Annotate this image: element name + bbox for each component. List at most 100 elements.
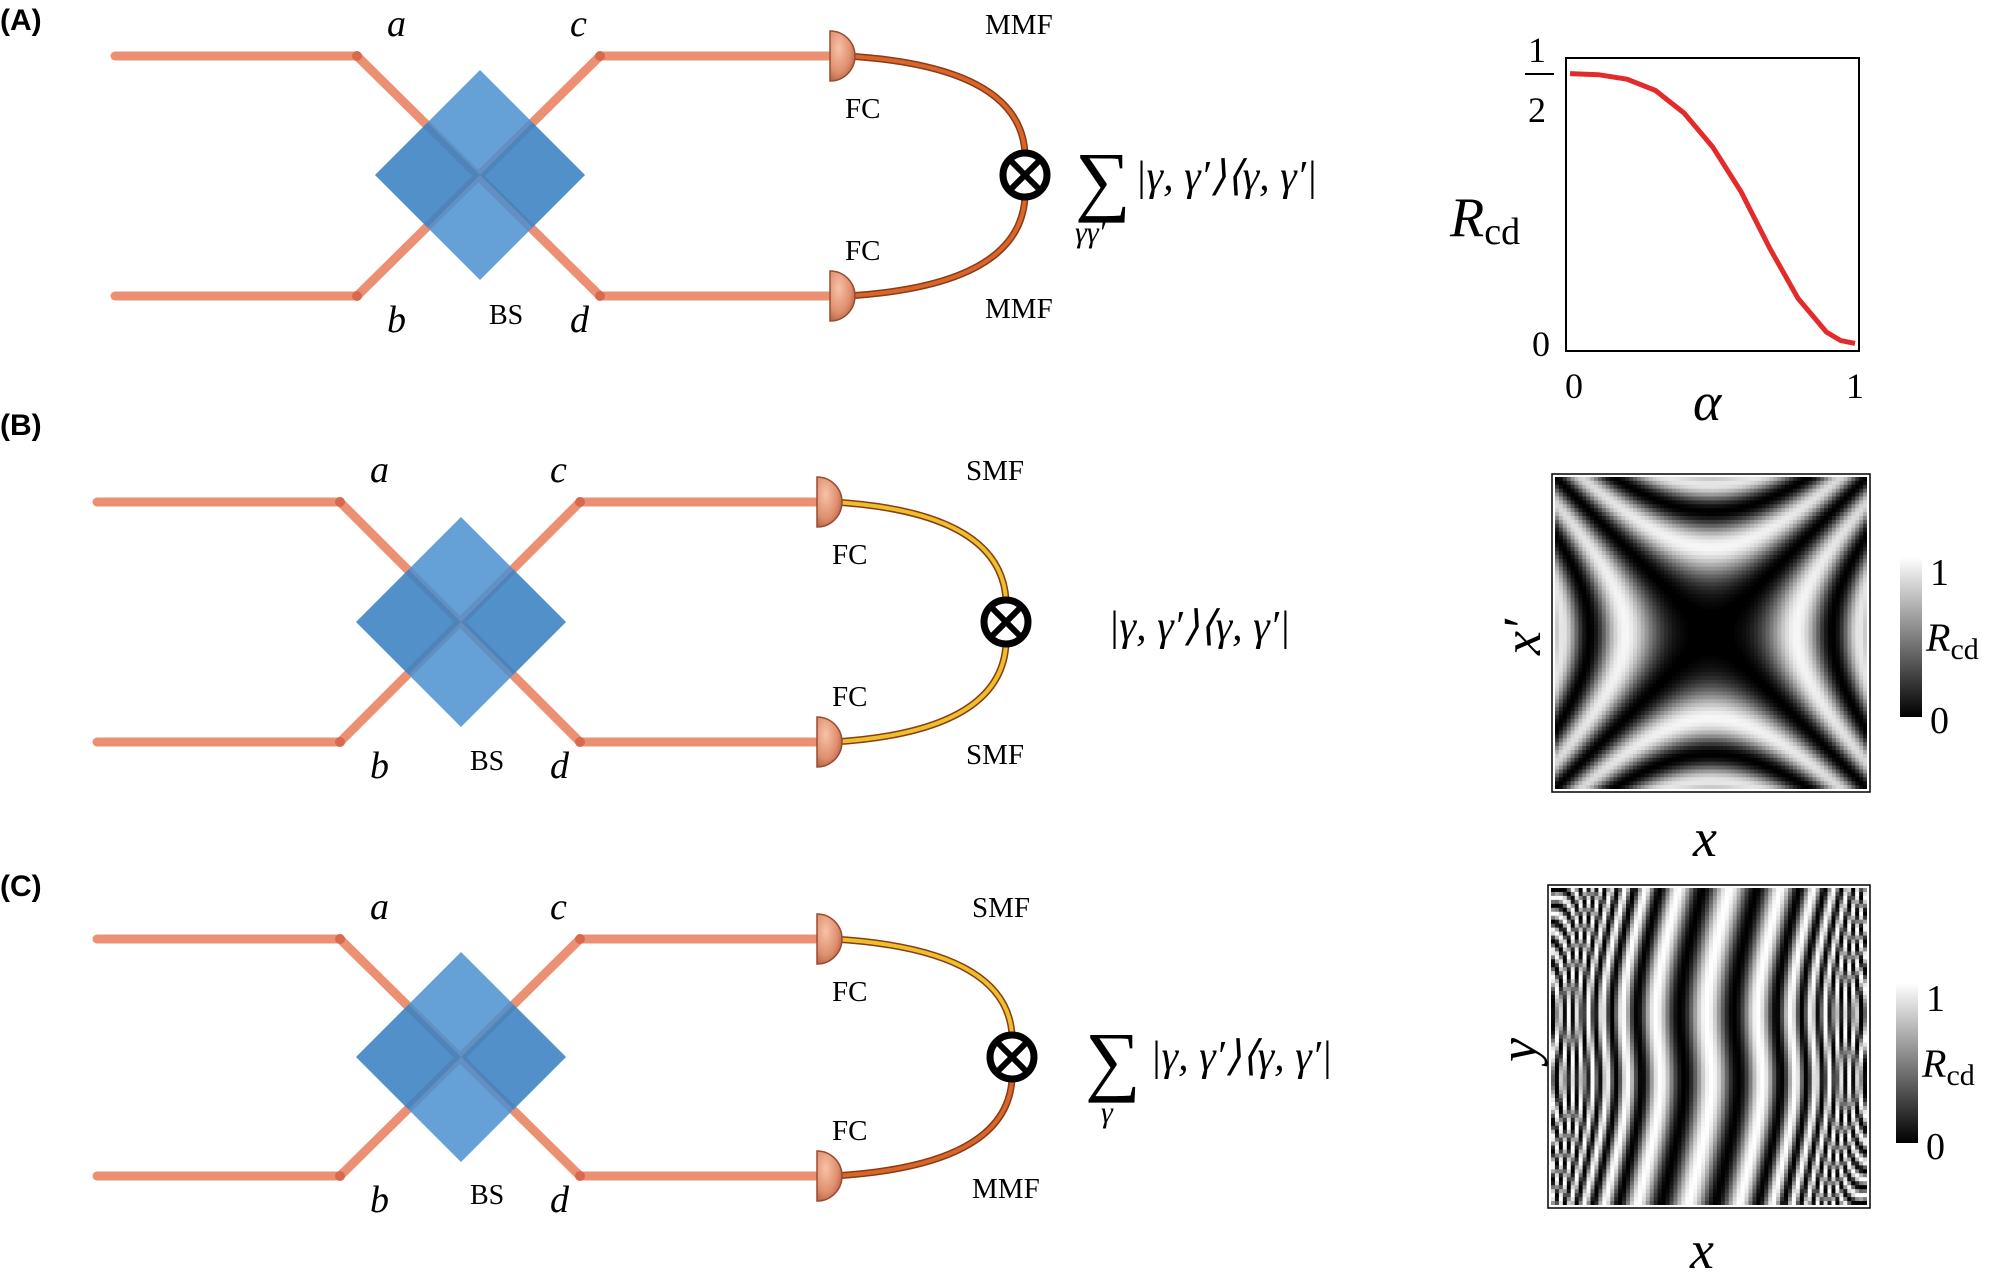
port-label-c: c — [550, 449, 567, 491]
port-label-c: c — [570, 3, 587, 45]
beam-joint — [575, 934, 585, 944]
fiber-label-bottom: SMF — [966, 739, 1024, 771]
beam-joint — [595, 291, 605, 301]
fiber-top — [845, 54, 1027, 154]
fc-label-top: FC — [832, 976, 867, 1008]
port-label-b: b — [370, 1179, 389, 1221]
plot-a-frame — [1565, 57, 1860, 352]
port-label-d: d — [550, 745, 570, 787]
fiber-top — [832, 937, 1014, 1036]
beam-splitter-shade — [461, 1004, 566, 1110]
beam-joint — [575, 737, 585, 747]
map-c-xlabel: x — [1689, 1220, 1714, 1274]
beam-joint — [595, 51, 605, 61]
fiber-label-bottom: MMF — [985, 293, 1053, 325]
plot-a-ylabel-main: R — [1449, 187, 1484, 249]
port-label-b: b — [387, 299, 406, 341]
map-b-pixels — [1555, 477, 1867, 789]
fiber-coupler-bottom — [816, 716, 843, 768]
plot-a-ytick-zero: 0 — [1532, 324, 1550, 364]
port-label-b: b — [370, 745, 389, 787]
fiber-label-top: MMF — [985, 9, 1053, 41]
fiber-label-top: SMF — [972, 892, 1030, 924]
beam-joint — [575, 497, 585, 507]
map-c-colorbar-label: Rcd — [1921, 1041, 1975, 1092]
beam-splitter-label: BS — [489, 300, 523, 331]
plot-a-ylabel-sub: cd — [1484, 211, 1520, 253]
fiber-label-top: SMF — [966, 455, 1024, 487]
projector-sum-symbol: ∑ — [1085, 1016, 1141, 1103]
coincidence-cross — [996, 1041, 1028, 1073]
map-c-colorbar-label-sub: cd — [1946, 1059, 1974, 1092]
beam-splitter — [356, 517, 566, 727]
beam-joint — [352, 291, 362, 301]
plot-a-ytick-half-numerator: 1 — [1528, 30, 1546, 70]
beam-splitter-shade — [356, 1004, 461, 1110]
fc-label-bottom: FC — [832, 681, 867, 713]
beam-joint — [335, 1171, 345, 1181]
port-label-a: a — [370, 449, 389, 491]
plot-a-ytick-half-denominator: 2 — [1528, 90, 1546, 130]
beam-splitter-label: BS — [470, 1180, 504, 1211]
map-b-colorbar-min: 0 — [1930, 700, 1949, 742]
fc-label-top: FC — [845, 93, 880, 125]
fc-label-bottom: FC — [845, 235, 880, 267]
fiber-top — [832, 500, 1008, 601]
projector-ket-bra: |γ, γ′⟩⟨γ, γ′| — [1108, 604, 1290, 650]
fiber-coupler-top — [816, 476, 843, 528]
map-c-colorbar-min: 0 — [1926, 1126, 1945, 1168]
port-label-a: a — [370, 886, 389, 928]
panel-label: (A) — [0, 4, 42, 37]
map-c-ylabel: y — [1488, 1038, 1548, 1067]
map-b-colorbar-label-main: R — [1925, 615, 1950, 660]
beam-splitter-label: BS — [470, 746, 504, 777]
plot-a-xlabel: α — [1693, 372, 1723, 432]
beam-joint — [352, 51, 362, 61]
map-c-pixels — [1551, 888, 1867, 1205]
projector-ket-bra: |γ, γ′⟩⟨γ, γ′| — [1135, 154, 1317, 200]
port-label-a: a — [387, 3, 406, 45]
beam-splitter-shade — [356, 569, 461, 675]
map-b-colorbar-label: Rcd — [1925, 615, 1979, 666]
map-c-colorbar-gradient — [1896, 983, 1918, 1143]
plot-a-ylabel: Rcd — [1449, 187, 1520, 253]
beam-splitter-shade — [375, 122, 480, 228]
projector-sum-symbol: ∑ — [1075, 136, 1131, 223]
coincidence-icon — [999, 149, 1051, 201]
fiber-coupler-bottom — [816, 1150, 843, 1202]
plot-a-xtick-zero: 0 — [1565, 366, 1583, 406]
projector-sum-index: γ — [1101, 1096, 1114, 1129]
beam-splitter — [375, 70, 585, 280]
beam-splitter — [356, 952, 566, 1162]
port-label-d: d — [550, 1179, 570, 1221]
projector-ket-bra: |γ, γ′⟩⟨γ, γ′| — [1150, 1034, 1332, 1080]
beam-joint — [335, 934, 345, 944]
beam-splitter-shade — [461, 569, 566, 675]
map-b-colorbar-label-sub: cd — [1950, 633, 1978, 666]
map-b-colorbar-gradient — [1900, 557, 1922, 717]
map-b-xlabel: x — [1692, 808, 1717, 868]
fiber-coupler-top — [829, 30, 856, 82]
port-label-c: c — [550, 886, 567, 928]
fiber-bottom — [845, 196, 1027, 298]
fiber-bottom — [832, 643, 1008, 744]
panel-label: (B) — [0, 409, 42, 442]
map-c-colorbar-label-main: R — [1921, 1041, 1946, 1086]
coincidence-cross — [1009, 159, 1041, 191]
beam-splitter-shade — [480, 122, 585, 228]
beam-joint — [335, 737, 345, 747]
projector-sum-index: γγ′ — [1075, 216, 1106, 249]
coincidence-icon — [980, 596, 1032, 648]
map-b-colorbar-max: 1 — [1930, 552, 1949, 594]
fiber-label-bottom: MMF — [972, 1173, 1040, 1205]
fc-label-top: FC — [832, 539, 867, 571]
coincidence-cross — [990, 606, 1022, 638]
fiber-coupler-bottom — [829, 270, 856, 322]
beam-joint — [335, 497, 345, 507]
